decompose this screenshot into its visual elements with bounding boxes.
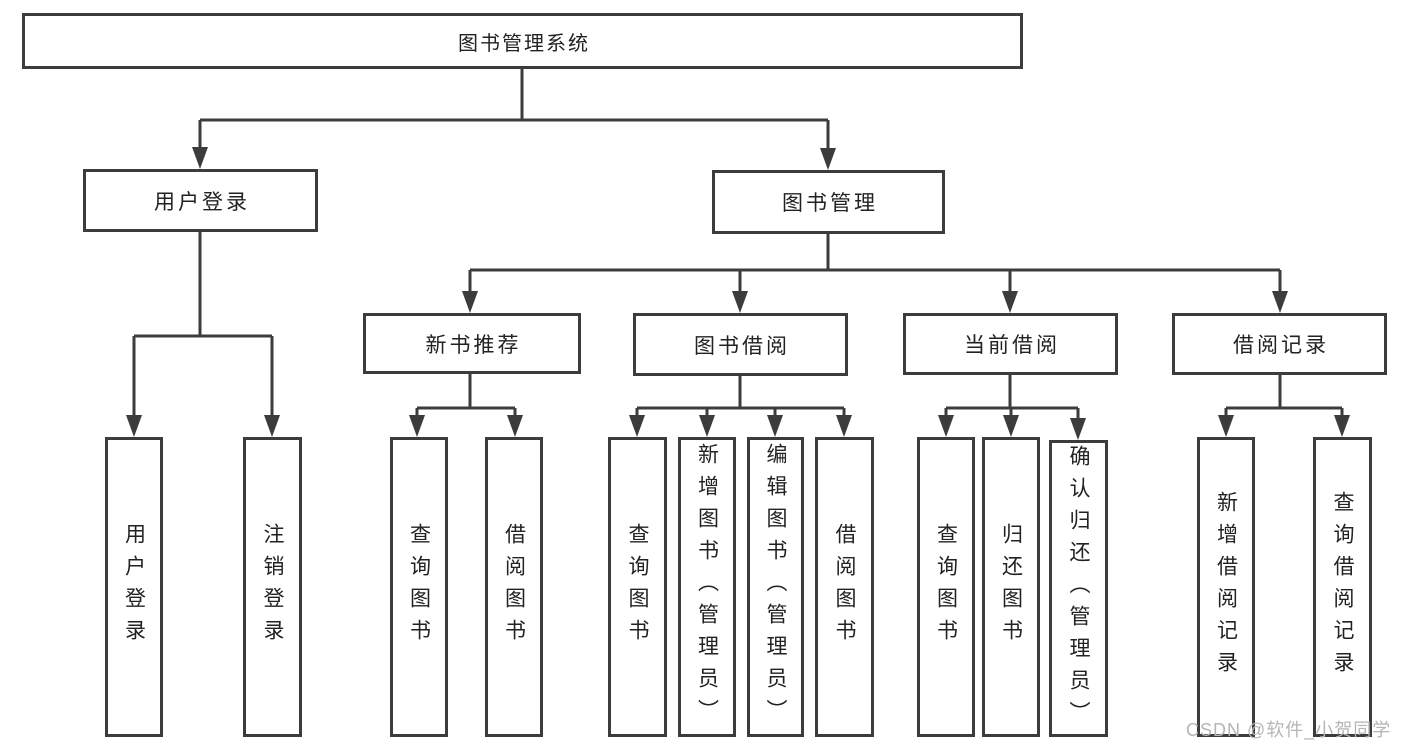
node-borrow-records: 借阅记录 [1172,313,1387,375]
leaf-query-books-borrow: 查询图书 [608,437,667,737]
csdn-watermark: CSDN @软件_小贺同学 [1186,720,1392,740]
leaf-return-books: 归还图书 [982,437,1040,737]
leaf-query-borrow-record: 查询借阅记录 [1313,437,1372,737]
leaf-query-books-current: 查询图书 [917,437,975,737]
leaf-add-books-admin: 新增图书（管理员） [678,437,736,737]
leaf-user-login: 用户登录 [105,437,163,737]
connector-stems [132,69,1344,421]
node-book-borrow: 图书借阅 [633,313,848,376]
leaf-query-books-recommend: 查询图书 [390,437,448,737]
leaf-borrow-books-recommend: 借阅图书 [485,437,543,737]
node-new-book-recommend: 新书推荐 [363,313,581,374]
node-book-management: 图书管理 [712,170,945,234]
leaf-edit-books-admin: 编辑图书（管理员） [747,437,804,737]
leaf-add-borrow-record: 新增借阅记录 [1197,437,1255,737]
leaf-logout-login: 注销登录 [243,437,302,737]
arrowheads [126,147,1350,440]
leaf-borrow-books-borrow: 借阅图书 [815,437,874,737]
node-user-login: 用户登录 [83,169,318,232]
node-current-borrow: 当前借阅 [903,313,1118,375]
node-system-root: 图书管理系统 [22,13,1023,69]
leaf-confirm-return-admin: 确认归还（管理员） [1049,440,1108,737]
